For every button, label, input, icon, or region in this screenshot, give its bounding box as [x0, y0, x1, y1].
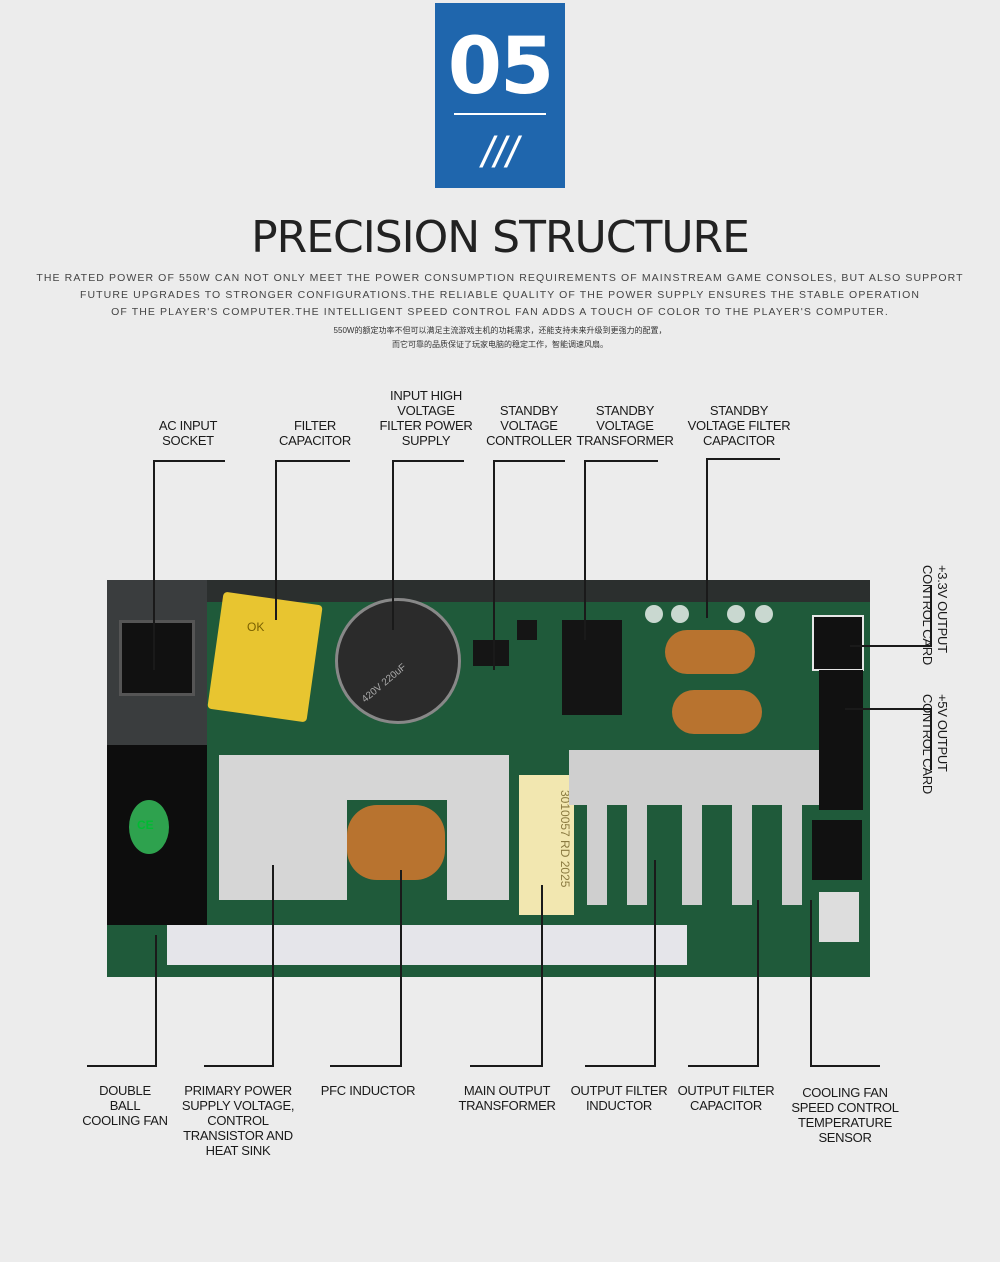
main-transformer-shape: [519, 775, 574, 915]
description-line-3: OF THE PLAYER'S COMPUTER.THE INTELLIGENT…: [111, 306, 889, 318]
power-supply-board-image: CE ОK 420V 220uF 3010057 RD 2025: [107, 580, 870, 977]
page-title: PRECISION STRUCTURE: [251, 212, 750, 263]
label-main-output-transformer: MAIN OUTPUT TRANSFORMER: [458, 1083, 556, 1113]
label-cooling-fan-speed-control-sensor: COOLING FAN SPEED CONTROL TEMPERATURE SE…: [791, 1085, 899, 1145]
standby-transformer-shape: [562, 620, 622, 715]
label-standby-voltage-filter-capacitor: STANDBY VOLTAGE FILTER CAPACITOR: [687, 403, 791, 448]
label-standby-voltage-controller: STANDBY VOLTAGE CONTROLLER: [486, 403, 572, 448]
label-output-filter-inductor: OUTPUT FILTER INDUCTOR: [570, 1083, 668, 1113]
bulk-capacitor-shape: [335, 598, 461, 724]
label-5v-output-control-card: +5V OUTPUT CONTROL CARD: [920, 694, 950, 794]
description-cn-line-1: 550W的额定功率不但可以满足主流游戏主机的功耗需求，还能支持未来升级到更强力的…: [333, 326, 667, 335]
badge-divider: [454, 113, 546, 115]
section-badge: 05 ///: [435, 3, 565, 188]
label-ac-input-socket: AC INPUT SOCKET: [158, 418, 218, 448]
ac-socket-shape: [119, 620, 195, 696]
description-line-2: FUTURE UPGRADES TO STRONGER CONFIGURATIO…: [79, 289, 921, 301]
label-standby-voltage-transformer: STANDBY VOLTAGE TRANSFORMER: [576, 403, 674, 448]
fan-sticker-text: CE: [137, 818, 154, 832]
description-cn-line-2: 而它可靠的品质保证了玩家电脑的稳定工作，智能调速风扇。: [392, 340, 608, 349]
label-primary-power-supply: PRIMARY POWER SUPPLY VOLTAGE, CONTROL TR…: [181, 1083, 295, 1158]
label-filter-capacitor: FILTER CAPACITOR: [279, 418, 351, 448]
connector-3v3-shape: [812, 615, 864, 671]
label-output-filter-capacitor: OUTPUT FILTER CAPACITOR: [677, 1083, 775, 1113]
description-line-1: THE RATED POWER OF 550W CAN NOT ONLY MEE…: [36, 272, 964, 284]
filter-capacitor-shape: [207, 591, 323, 723]
badge-slashes: ///: [481, 128, 519, 177]
label-3v3-output-control-card: +3.3V OUTPUT CONTROL CARD: [920, 565, 950, 665]
pfc-inductor-shape: [347, 805, 445, 880]
section-number: 05: [447, 22, 555, 112]
label-double-ball-cooling-fan: DOUBLE BALL COOLING FAN: [82, 1083, 168, 1128]
label-input-high-voltage-filter: INPUT HIGH VOLTAGE FILTER POWER SUPPLY: [379, 388, 473, 448]
connector-5v-shape: [819, 670, 863, 810]
secondary-heatsink-shape: [569, 750, 819, 805]
label-pfc-inductor: PFC INDUCTOR: [320, 1083, 416, 1098]
